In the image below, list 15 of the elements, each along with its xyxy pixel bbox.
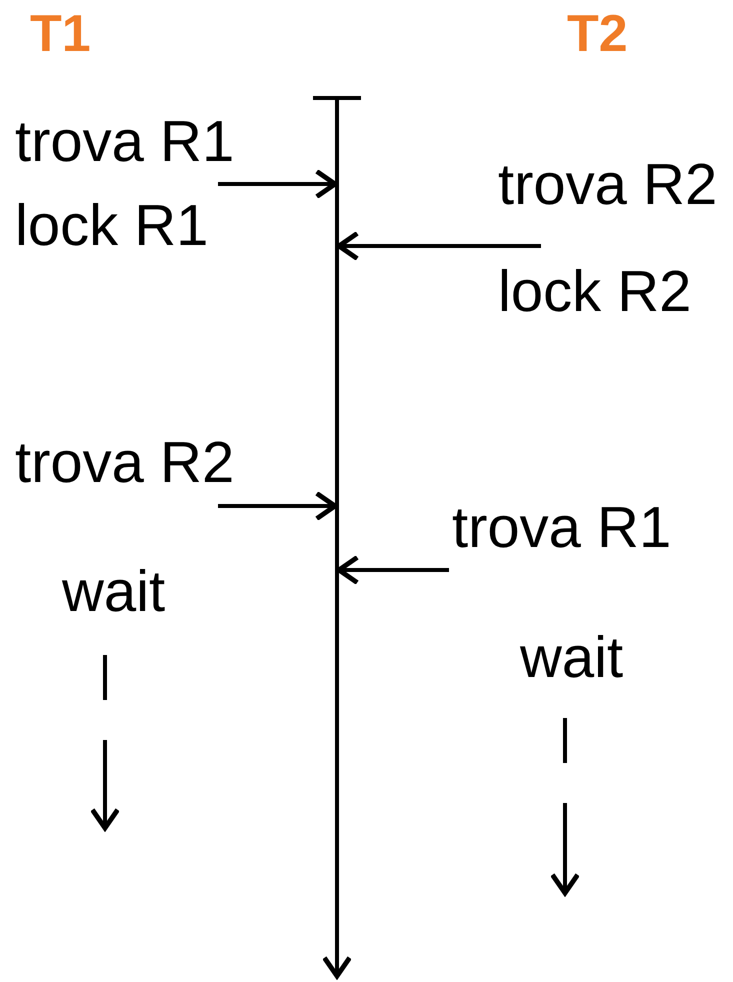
step-label: trova R2 bbox=[15, 434, 234, 492]
arrow bbox=[336, 554, 449, 586]
arrow bbox=[336, 230, 541, 262]
thread-heading: T1 bbox=[30, 8, 91, 60]
thread-heading: T2 bbox=[567, 8, 628, 60]
arrow bbox=[218, 168, 338, 200]
step-label: trova R2 bbox=[498, 156, 718, 214]
timeline-axis bbox=[313, 96, 361, 978]
step-label: trova R1 bbox=[452, 499, 672, 557]
step-label: lock R2 bbox=[498, 263, 692, 321]
step-label: lock R1 bbox=[15, 197, 208, 255]
arrow bbox=[218, 490, 338, 522]
status-label: wait bbox=[520, 629, 624, 687]
status-label: wait bbox=[62, 563, 166, 621]
step-label: trova R1 bbox=[15, 113, 234, 171]
